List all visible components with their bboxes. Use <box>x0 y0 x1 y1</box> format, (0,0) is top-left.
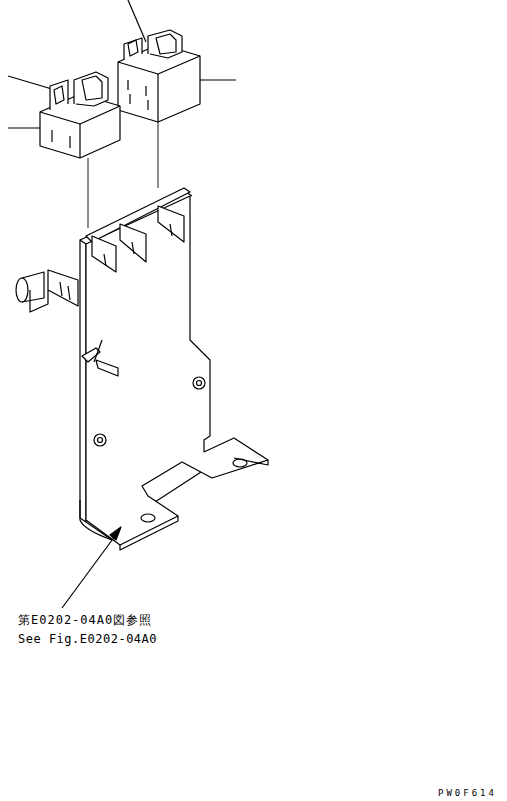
relay <box>40 72 120 158</box>
arrow-head <box>110 527 121 540</box>
reference-arrow <box>62 532 118 608</box>
reference-note: 第E0202-04A0図参照 <box>18 613 152 627</box>
relay <box>118 30 200 122</box>
bracket-plate <box>16 188 268 550</box>
reference-note: See Fig.E0202-04A0 <box>18 632 157 646</box>
drawing-code: PW0F614 <box>438 788 497 799</box>
